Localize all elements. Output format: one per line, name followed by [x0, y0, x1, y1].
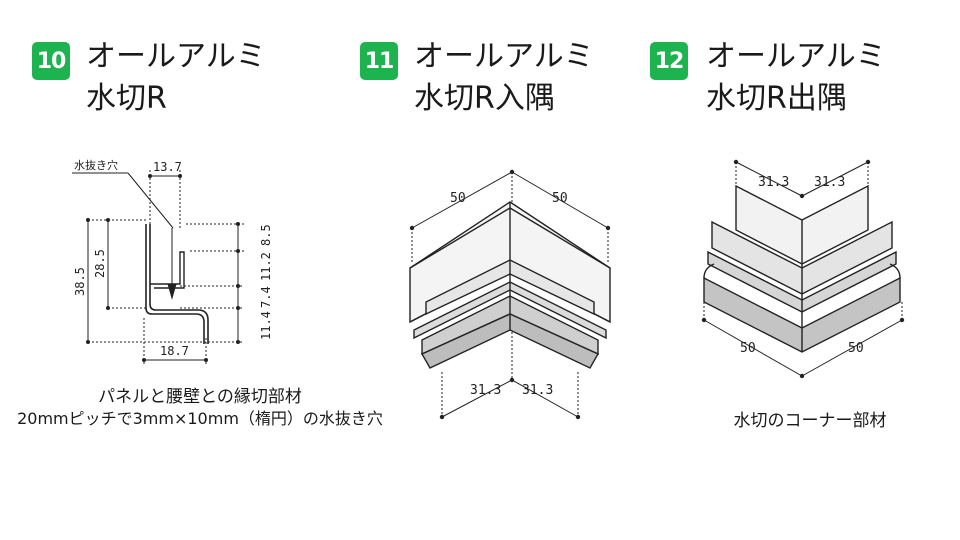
- caption-line2: 20mmピッチで3mm×10mm（楕円）の水抜き穴: [17, 409, 383, 428]
- dim-top-right: 31.3: [814, 175, 845, 190]
- label-drain-hole: 水抜き穴: [74, 158, 118, 172]
- dim-right-3: 7.4: [259, 286, 273, 308]
- dim-top-left: 50: [450, 191, 466, 206]
- dim-right-4: 11.4: [259, 311, 273, 340]
- item-title-line2: 水切R: [86, 81, 167, 116]
- item-number-badge: 12: [650, 42, 688, 80]
- item-panel-12: 12 オールアルミ 水切R出隅 31.3: [640, 0, 960, 540]
- dim-inner-height: 28.5: [93, 249, 107, 278]
- outside-corner-diagram: 31.3 31.3 50 50: [701, 159, 905, 379]
- caption-line1: 水切のコーナー部材: [733, 411, 887, 431]
- item-title-line1: オールアルミ: [86, 39, 266, 74]
- dim-bottom-left: 31.3: [470, 383, 501, 398]
- item-caption: 水切のコーナー部材: [690, 410, 930, 432]
- dim-bottom-left: 50: [740, 341, 756, 356]
- dim-outer-height: 38.5: [73, 267, 87, 296]
- dim-right-2: 11.2: [259, 252, 273, 281]
- item-title: オールアルミ 水切R出隅: [706, 36, 886, 120]
- item-panel-10: 10 オールアルミ 水切R: [0, 0, 383, 540]
- item-title-line2: 水切R出隅: [706, 81, 847, 116]
- caption-line1: パネルと腰壁との縁切部材: [98, 387, 302, 407]
- item-panel-11: 11 オールアルミ 水切R入隅: [330, 0, 640, 540]
- dim-top-left: 31.3: [758, 175, 789, 190]
- dim-bottom: 18.7: [160, 344, 189, 358]
- dim-top-right: 50: [552, 191, 568, 206]
- dim-top: 13.7: [153, 160, 182, 174]
- inside-corner-diagram: 50 50 31.3 31.3: [409, 169, 611, 420]
- item-title-line2: 水切R入隅: [414, 81, 555, 116]
- item-title: オールアルミ 水切R: [86, 36, 266, 120]
- item-title-line1: オールアルミ: [706, 39, 886, 74]
- item-number-badge: 11: [360, 42, 398, 80]
- item-number-badge: 10: [32, 42, 70, 80]
- dim-bottom-right: 31.3: [522, 383, 553, 398]
- cross-section-diagram: 水抜き穴 13.7 38.5 28.5 8.5 11.2 7.4 11.4 18…: [72, 158, 273, 366]
- item-caption: パネルと腰壁との縁切部材 20mmピッチで3mm×10mm（楕円）の水抜き穴: [0, 386, 400, 430]
- item-title: オールアルミ 水切R入隅: [414, 36, 594, 120]
- dim-bottom-right: 50: [848, 341, 864, 356]
- item-title-line1: オールアルミ: [414, 39, 594, 74]
- dim-right-1: 8.5: [259, 224, 273, 246]
